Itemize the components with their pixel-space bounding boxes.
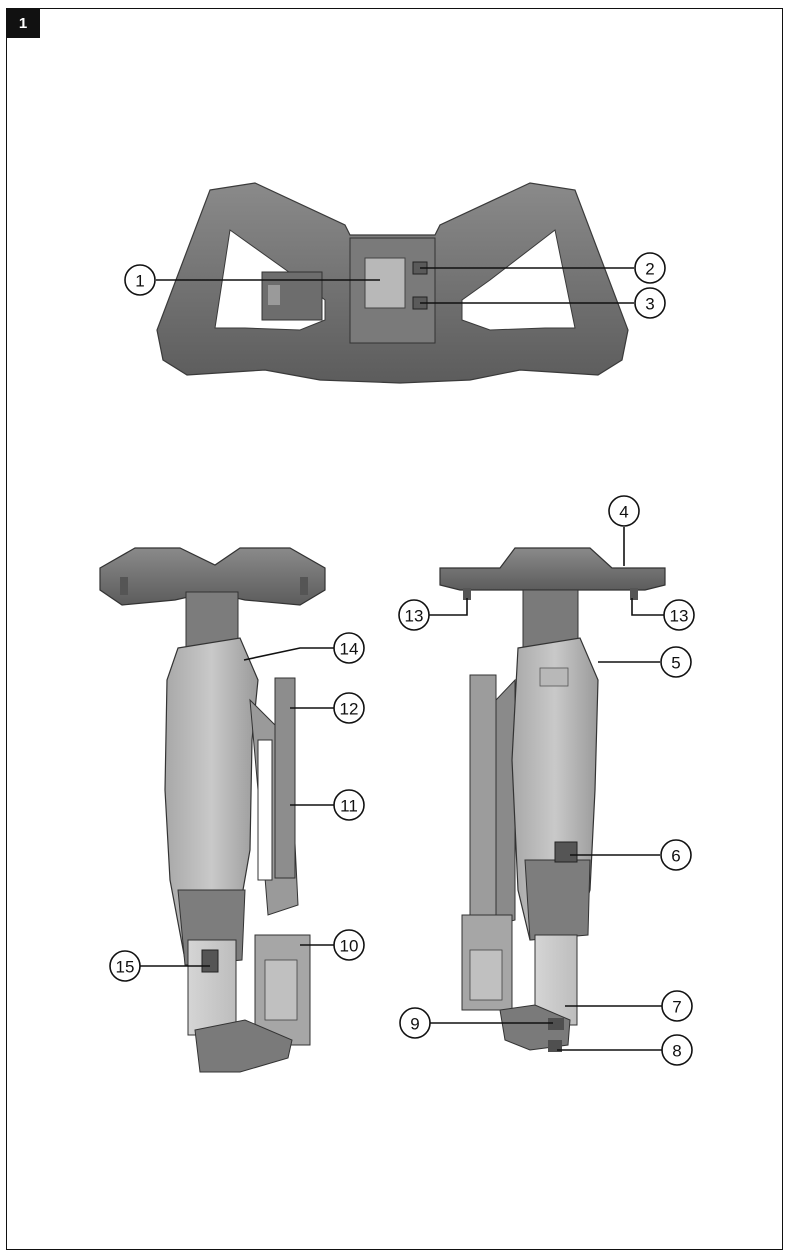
callout-7: 7 <box>661 990 693 1022</box>
callout-9: 9 <box>399 1007 431 1039</box>
svg-text:4: 4 <box>619 503 628 522</box>
callout-13-right: 13 <box>663 599 695 631</box>
callout-15: 15 <box>109 950 141 982</box>
callout-13-left: 13 <box>398 599 430 631</box>
callout-6: 6 <box>660 839 692 871</box>
svg-text:11: 11 <box>340 797 358 816</box>
device-left-view <box>99 547 326 1073</box>
figure-number: 1 <box>6 8 40 38</box>
svg-text:3: 3 <box>645 295 654 314</box>
display-panel <box>364 257 406 309</box>
handle-top-view <box>156 182 629 384</box>
callout-5: 5 <box>660 646 692 678</box>
svg-text:6: 6 <box>671 847 680 866</box>
callout-10: 10 <box>333 929 365 961</box>
callout-1: 1 <box>124 264 156 296</box>
svg-text:7: 7 <box>672 998 681 1017</box>
svg-text:9: 9 <box>410 1015 419 1034</box>
callout-4: 4 <box>608 495 640 527</box>
svg-text:1: 1 <box>135 272 144 291</box>
device-right-view <box>439 547 666 1052</box>
svg-text:14: 14 <box>340 640 359 659</box>
svg-text:13: 13 <box>405 607 424 626</box>
svg-text:2: 2 <box>645 260 654 279</box>
svg-text:15: 15 <box>116 958 135 977</box>
callout-2: 2 <box>634 252 666 284</box>
svg-text:5: 5 <box>671 654 680 673</box>
svg-text:10: 10 <box>340 937 359 956</box>
figure-frame <box>6 8 783 1250</box>
svg-text:12: 12 <box>340 700 359 719</box>
callout-14: 14 <box>333 632 365 664</box>
leader-lines <box>140 267 664 1051</box>
svg-text:13: 13 <box>670 607 689 626</box>
callout-11: 11 <box>333 789 365 821</box>
callout-8: 8 <box>661 1034 693 1066</box>
svg-text:8: 8 <box>672 1042 681 1061</box>
callout-3: 3 <box>634 287 666 319</box>
callout-12: 12 <box>333 692 365 724</box>
